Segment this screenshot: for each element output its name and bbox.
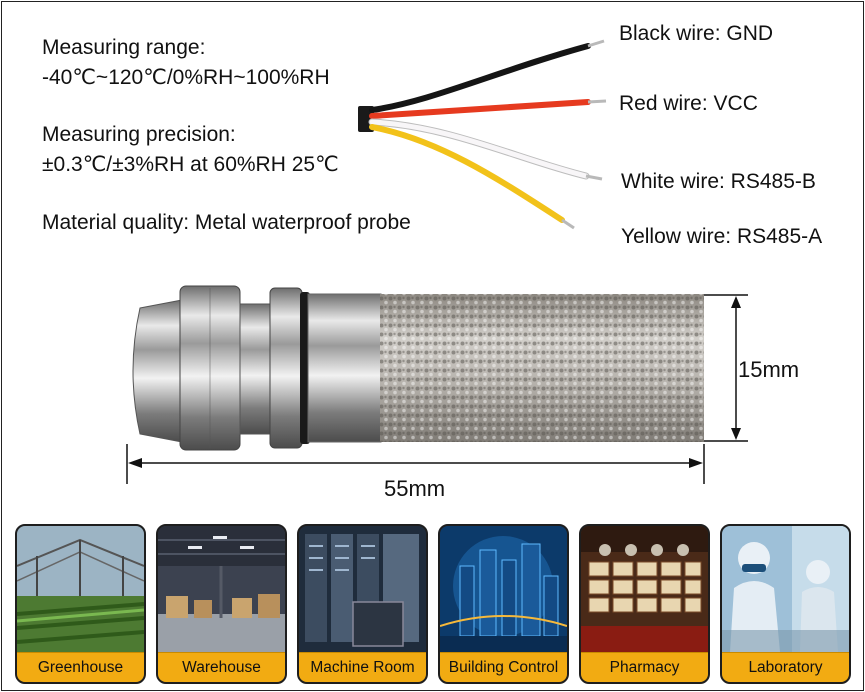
red-wire — [369, 99, 591, 119]
app-label-greenhouse: Greenhouse — [17, 652, 144, 682]
measuring-range: Measuring range: -40℃~120℃/0%RH~100%RH — [42, 33, 330, 93]
app-card-greenhouse: Greenhouse — [15, 524, 146, 684]
app-card-machine-room: Machine Room — [297, 524, 428, 684]
hex-nut-rear — [269, 287, 303, 449]
wire-bundle-illustration — [358, 39, 607, 230]
dim-arrow-down — [731, 428, 741, 440]
measuring-range-value: -40℃~120℃/0%RH~100%RH — [42, 66, 330, 89]
building-control-scene — [440, 526, 567, 652]
wire-label-white: White wire: RS485-B — [621, 170, 816, 193]
dimension-diameter: 15mm — [738, 357, 800, 382]
probe-illustration — [126, 285, 748, 484]
probe-collar — [239, 303, 273, 435]
app-label-machine-room: Machine Room — [299, 652, 426, 682]
pharmacy-scene — [581, 526, 708, 652]
machine-room-scene — [299, 526, 426, 652]
yellow-wire-tip — [561, 218, 575, 230]
application-cards: Greenhouse Warehouse — [15, 524, 852, 684]
white-wire-core — [369, 119, 589, 179]
laboratory-scene — [722, 526, 849, 652]
black-wire — [369, 43, 591, 113]
gland-cap — [132, 299, 183, 443]
measuring-range-title: Measuring range: — [42, 36, 206, 59]
dimension-length: 55mm — [384, 476, 446, 501]
yellow-wire — [369, 124, 565, 223]
sintered-filter-texture — [380, 294, 704, 442]
dim-arrow-right — [689, 458, 703, 468]
dim-arrow-left — [128, 458, 142, 468]
wire-label-red: Red wire: VCC — [619, 92, 758, 115]
red-wire-tip — [587, 99, 607, 104]
app-card-building-control: Building Control — [438, 524, 569, 684]
app-card-laboratory: Laboratory — [720, 524, 851, 684]
black-wire-tip — [587, 39, 605, 48]
wire-label-black: Black wire: GND — [619, 22, 774, 45]
measuring-precision-title: Measuring precision: — [42, 123, 236, 146]
app-card-pharmacy: Pharmacy — [579, 524, 710, 684]
warehouse-scene — [158, 526, 285, 652]
wire-label-yellow: Yellow wire: RS485-A — [621, 225, 823, 248]
app-label-laboratory: Laboratory — [722, 652, 849, 682]
material-quality: Material quality: Metal waterproof probe — [42, 211, 411, 234]
greenhouse-scene — [17, 526, 144, 652]
app-card-warehouse: Warehouse — [156, 524, 287, 684]
measuring-precision: Measuring precision: ±0.3℃/±3%RH at 60%R… — [42, 120, 339, 180]
probe-body — [307, 293, 382, 443]
measuring-precision-value: ±0.3℃/±3%RH at 60%RH 25℃ — [42, 153, 339, 176]
app-label-pharmacy: Pharmacy — [581, 652, 708, 682]
white-wire-tip — [585, 174, 603, 181]
app-label-warehouse: Warehouse — [158, 652, 285, 682]
dim-arrow-up — [731, 296, 741, 308]
app-label-building-control: Building Control — [440, 652, 567, 682]
